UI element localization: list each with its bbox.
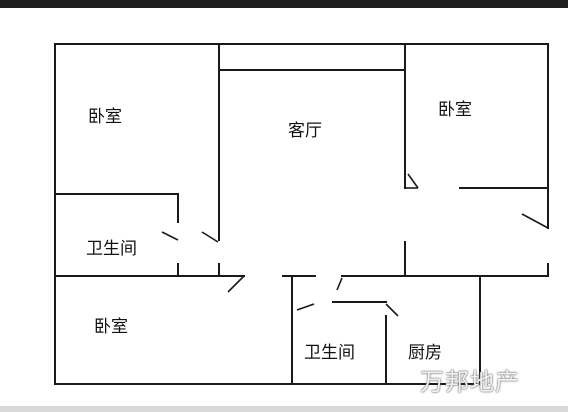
wall-bath-left-top — [54, 193, 179, 223]
label-kitchen: 厨房 — [408, 343, 442, 363]
label-bathroom-left: 卫生间 — [86, 239, 137, 259]
label-bedroom-bottom-left: 卧室 — [94, 317, 128, 337]
watermark-text: 万邦地产 — [420, 368, 520, 396]
door-corridor — [336, 277, 343, 291]
door-bath-center — [296, 303, 315, 311]
label-bedroom-top-left: 卧室 — [88, 107, 122, 127]
label-bathroom-center: 卫生间 — [304, 343, 355, 363]
bottom-bar — [0, 406, 568, 412]
door-bedroom-tr-1 — [407, 173, 419, 189]
door-bath-left-2 — [201, 231, 219, 243]
label-bedroom-top-right: 卧室 — [438, 100, 472, 120]
wall-bedroom-tr-corridor — [404, 241, 549, 277]
door-kitchen — [385, 303, 399, 317]
top-bar — [0, 0, 568, 8]
door-bedroom-tr-2 — [521, 213, 549, 229]
door-bedroom-bl — [227, 275, 245, 293]
label-living-room: 客厅 — [288, 121, 322, 141]
door-bath-left-1 — [161, 231, 179, 241]
